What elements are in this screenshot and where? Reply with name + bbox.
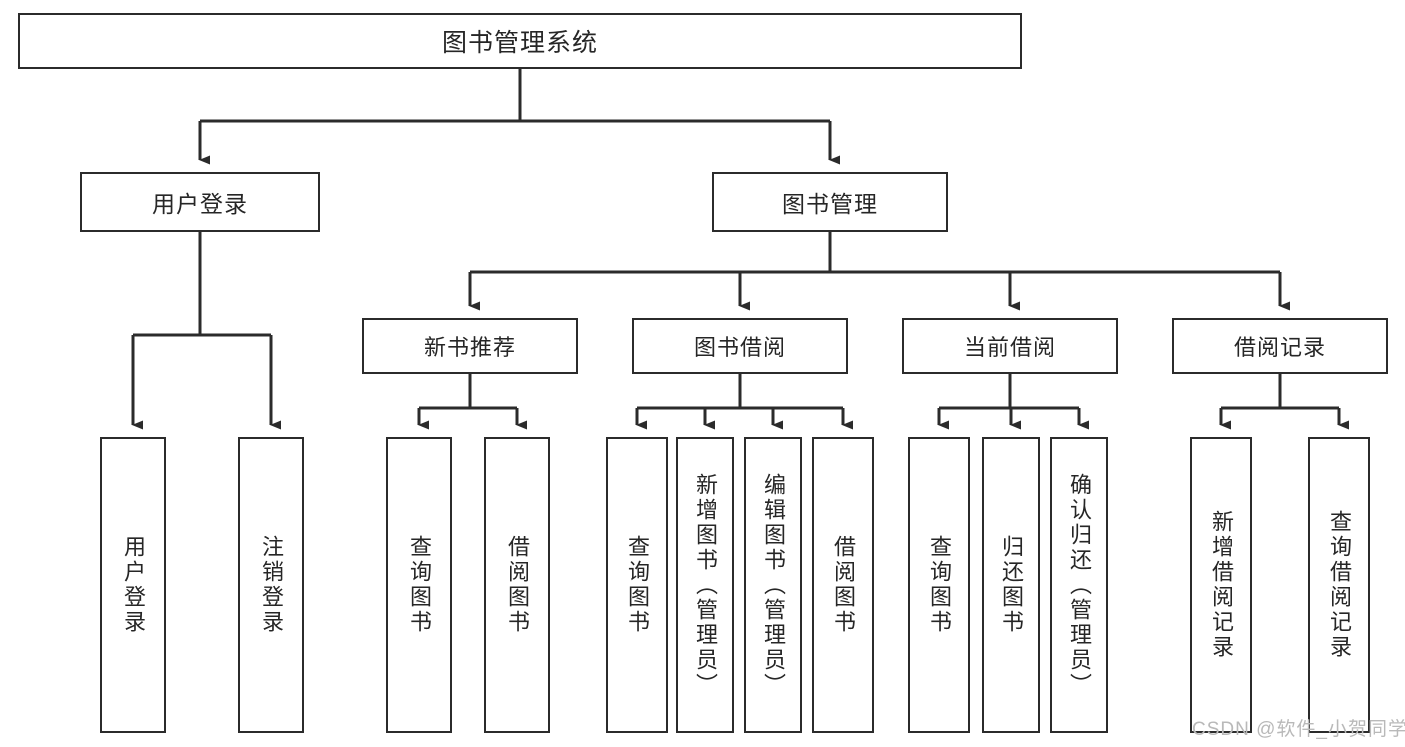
- edge-borrowrecord-to-leaves: [1219, 374, 1349, 430]
- node-root-label: 图书管理系统: [441, 29, 598, 57]
- node-current-borrow-label: 当前借阅: [963, 335, 1056, 360]
- edge-booklogin-to-leaves: [131, 232, 281, 430]
- csdn-watermark: CSDN @软件_小贺同学: [1192, 714, 1405, 741]
- node-leaf-return-book-label: 归还图书: [998, 535, 1024, 635]
- node-leaf-query-book-label: 查询图书: [624, 535, 650, 635]
- node-leaf-query-book[interactable]: 查询图书: [606, 437, 668, 733]
- node-leaf-borrow-book-rec-label: 借阅图书: [504, 535, 530, 635]
- node-user-login[interactable]: 用户登录: [80, 172, 320, 232]
- node-leaf-confirm-return-label: 确认归还（管理员）: [1066, 472, 1092, 698]
- node-current-borrow[interactable]: 当前借阅: [902, 318, 1118, 374]
- node-leaf-borrow-book[interactable]: 借阅图书: [812, 437, 874, 733]
- node-leaf-logout[interactable]: 注销登录: [238, 437, 304, 733]
- node-leaf-borrow-book-rec[interactable]: 借阅图书: [484, 437, 550, 733]
- node-leaf-edit-book-label: 编辑图书（管理员）: [760, 472, 786, 698]
- edge-currentborrow-to-leaves: [937, 374, 1089, 430]
- node-borrow-record-label: 借阅记录: [1233, 335, 1326, 360]
- node-new-book-rec-label: 新书推荐: [423, 335, 516, 360]
- node-leaf-borrow-book-label: 借阅图书: [830, 535, 856, 635]
- node-leaf-query-book-rec[interactable]: 查询图书: [386, 437, 452, 733]
- node-new-book-rec[interactable]: 新书推荐: [362, 318, 578, 374]
- node-leaf-logout-label: 注销登录: [258, 535, 284, 635]
- node-book-manage-label: 图书管理: [782, 191, 878, 217]
- node-leaf-user-login-label: 用户登录: [120, 535, 146, 635]
- node-root-system[interactable]: 图书管理系统: [18, 13, 1022, 69]
- node-leaf-confirm-return[interactable]: 确认归还（管理员）: [1050, 437, 1108, 733]
- node-leaf-return-book[interactable]: 归还图书: [982, 437, 1040, 733]
- node-leaf-add-book-label: 新增图书（管理员）: [692, 472, 718, 698]
- node-leaf-user-login[interactable]: 用户登录: [100, 437, 166, 733]
- node-user-login-label: 用户登录: [152, 191, 248, 217]
- node-leaf-add-record[interactable]: 新增借阅记录: [1190, 437, 1252, 733]
- node-leaf-add-record-label: 新增借阅记录: [1208, 510, 1234, 660]
- edge-root-to-level1: [198, 69, 840, 165]
- node-leaf-query-book-rec-label: 查询图书: [406, 535, 432, 635]
- node-borrow-record[interactable]: 借阅记录: [1172, 318, 1388, 374]
- edge-bookborrow-to-leaves: [635, 374, 853, 430]
- node-leaf-edit-book[interactable]: 编辑图书（管理员）: [744, 437, 802, 733]
- node-leaf-query-record-label: 查询借阅记录: [1326, 510, 1352, 660]
- node-book-borrow-label: 图书借阅: [693, 335, 786, 360]
- node-leaf-query-book-cur[interactable]: 查询图书: [908, 437, 970, 733]
- edge-bookmanage-to-level2: [468, 232, 1290, 311]
- node-leaf-query-book-cur-label: 查询图书: [926, 535, 952, 635]
- edge-newbookrec-to-leaves: [417, 374, 527, 430]
- node-book-manage[interactable]: 图书管理: [712, 172, 948, 232]
- node-book-borrow[interactable]: 图书借阅: [632, 318, 848, 374]
- node-leaf-add-book[interactable]: 新增图书（管理员）: [676, 437, 734, 733]
- node-leaf-query-record[interactable]: 查询借阅记录: [1308, 437, 1370, 733]
- watermark-text: CSDN @软件_小贺同学: [1192, 719, 1405, 740]
